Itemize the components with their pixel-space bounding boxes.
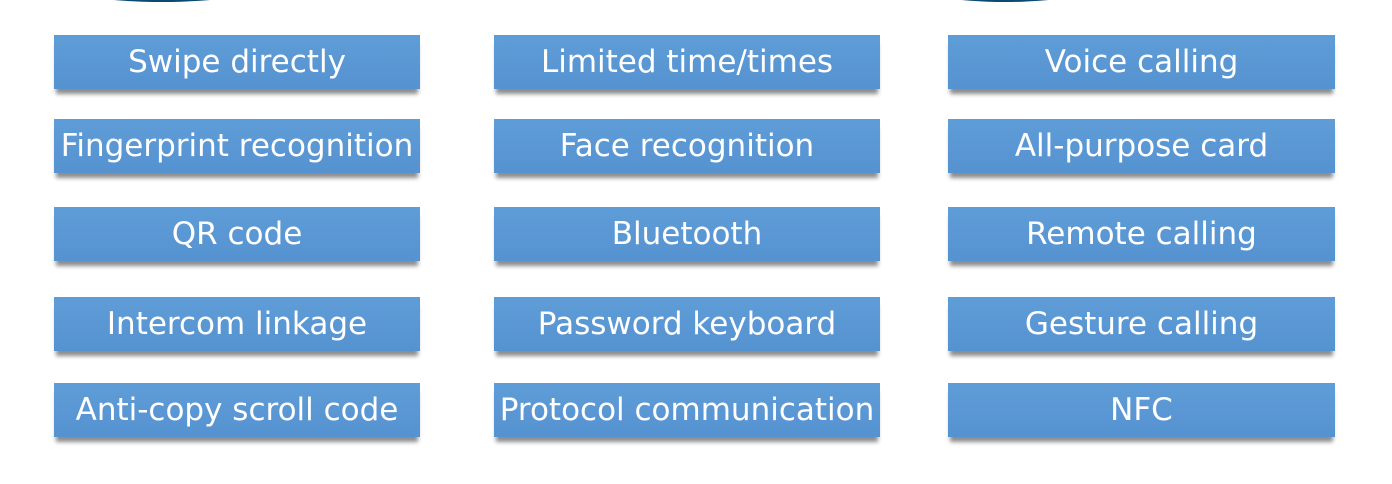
feature-fingerprint-recognition: Fingerprint recognition [54,119,420,173]
feature-intercom-linkage: Intercom linkage [54,297,420,351]
decorative-arc-left [62,0,262,2]
feature-password-keyboard: Password keyboard [494,297,880,351]
feature-swipe-directly: Swipe directly [54,35,420,89]
feature-remote-calling: Remote calling [948,207,1335,261]
feature-qr-code: QR code [54,207,420,261]
feature-anti-copy-scroll-code: Anti-copy scroll code [54,383,420,437]
feature-limited-time: Limited time/times [494,35,880,89]
feature-protocol-communication: Protocol communication [494,383,880,437]
feature-face-recognition: Face recognition [494,119,880,173]
feature-gesture-calling: Gesture calling [948,297,1335,351]
feature-nfc: NFC [948,383,1335,437]
feature-all-purpose-card: All-purpose card [948,119,1335,173]
feature-bluetooth: Bluetooth [494,207,880,261]
decorative-arc-right [915,0,1095,2]
feature-voice-calling: Voice calling [948,35,1335,89]
